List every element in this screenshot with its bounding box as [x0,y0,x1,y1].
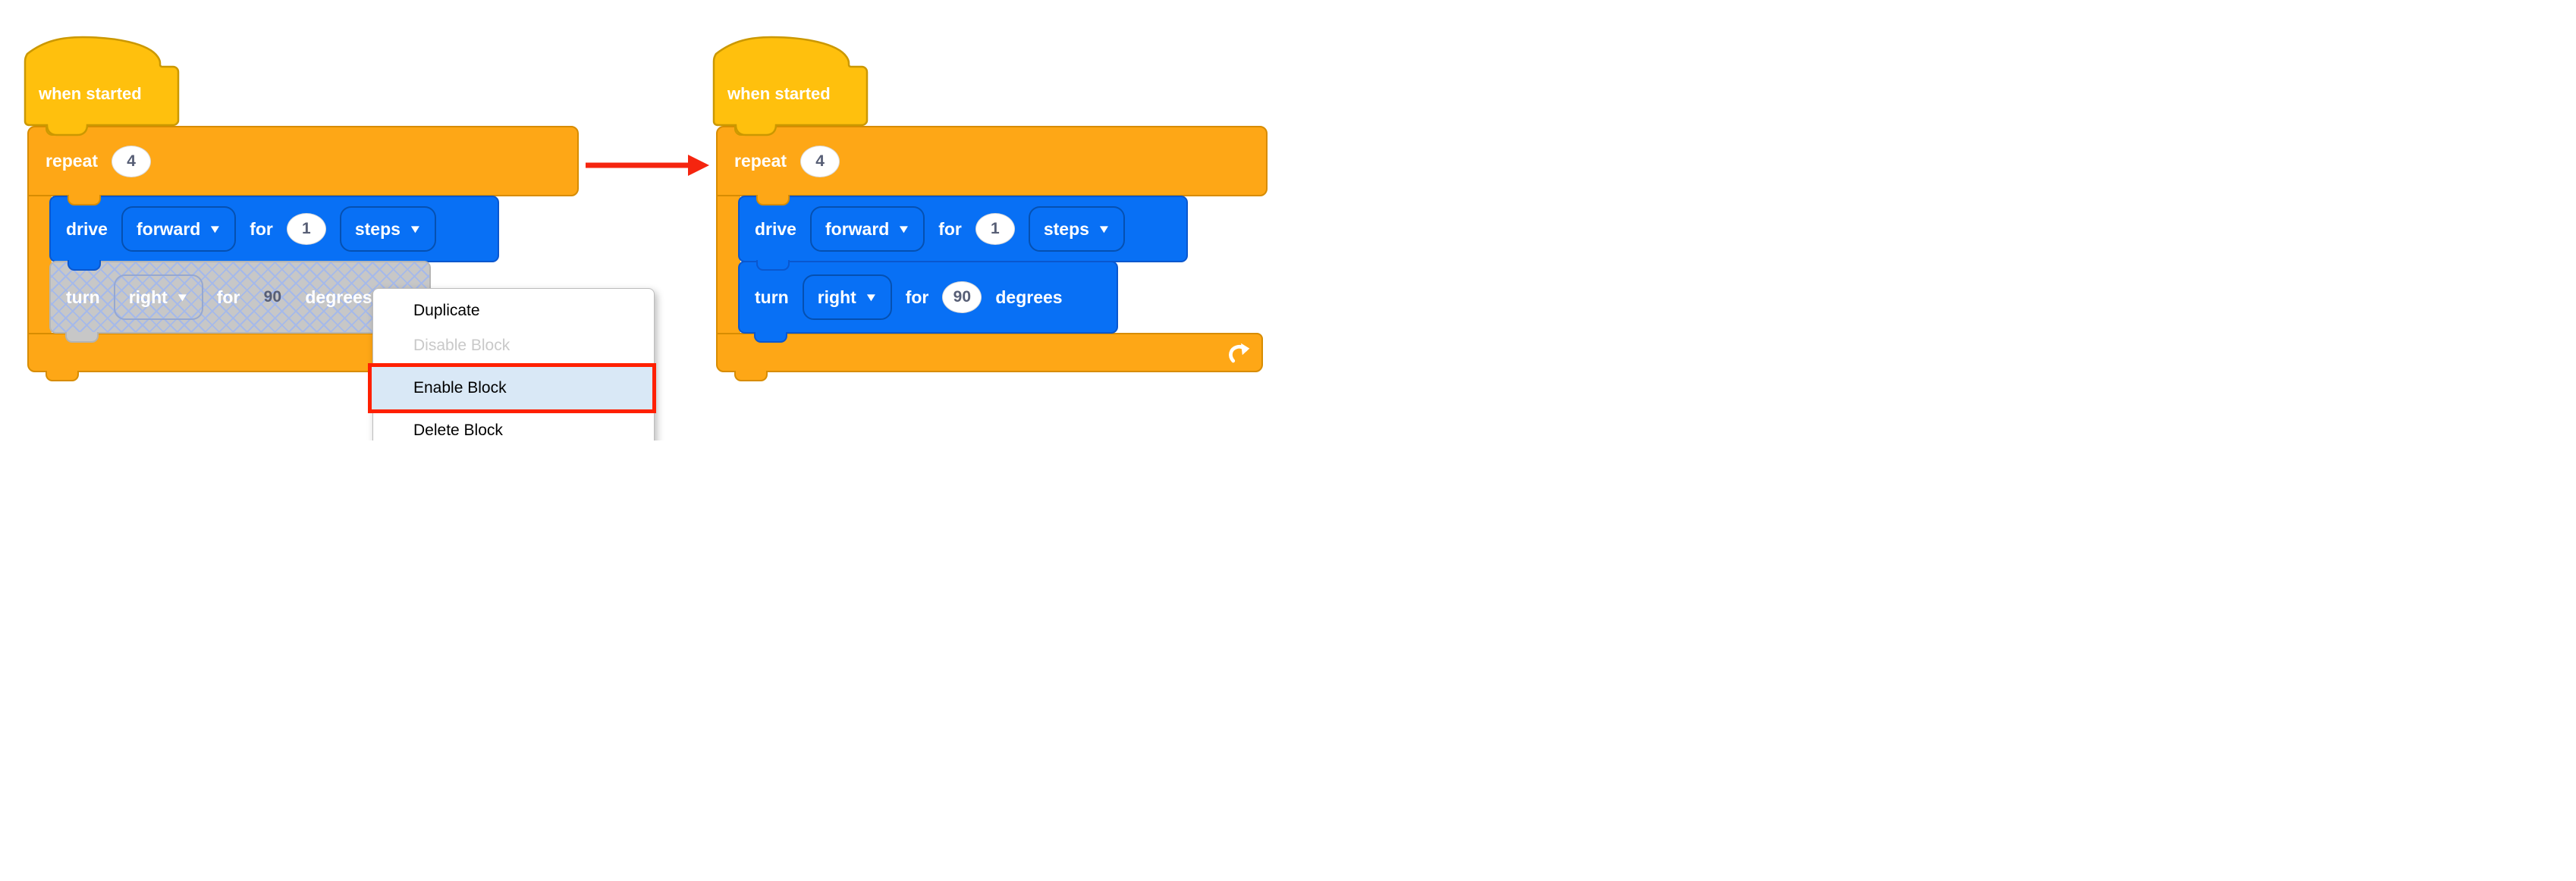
chevron-down-icon: ▼ [408,222,423,236]
turn-for-label: for [216,287,240,307]
turn-block-disabled[interactable]: turn right ▼ for 90 degrees [49,261,431,334]
drive-direction-dropdown[interactable]: forward ▼ [809,206,925,252]
menu-item-enable-block[interactable]: Enable Block [368,363,656,413]
block-context-menu: Duplicate Disable Block Enable Block Del… [368,288,656,440]
chevron-down-icon: ▼ [208,222,223,236]
repeat-label: repeat [46,151,99,171]
turn-direction-dropdown[interactable]: right ▼ [113,274,203,320]
drive-unit-dropdown[interactable]: steps ▼ [1028,206,1125,252]
chevron-down-icon: ▼ [863,290,878,304]
repeat-block[interactable]: repeat 4 [716,126,1268,196]
turn-direction-dropdown[interactable]: right ▼ [802,274,892,320]
repeat-bottom-connector-bump [46,371,79,381]
turn-for-label: for [905,287,929,307]
repeat-block-footer[interactable] [716,333,1263,372]
drive-direction-value: forward [825,218,890,239]
drive-block[interactable]: drive forward ▼ for 1 steps ▼ [738,196,1188,262]
menu-item-label: Delete Block [413,422,503,439]
hat-label: when started [39,84,142,103]
repeat-bottom-connector-bump [734,371,768,381]
turn-unit-label: degrees [995,287,1063,307]
turn-direction-value: right [817,287,856,307]
drive-connector-bump [68,260,101,271]
turn-angle-input[interactable]: 90 [942,281,982,313]
repeat-top-connector-bump [68,195,101,205]
turn-connector-bump [65,332,99,343]
menu-item-label: Disable Block [413,337,510,354]
repeat-count-input[interactable]: 4 [800,145,840,177]
chevron-down-icon: ▼ [897,222,912,236]
transform-arrow-icon [586,155,709,176]
repeat-block-spine[interactable] [716,190,740,338]
drive-label: drive [66,218,108,239]
blocks-workspace: when started repeat 4 drive forward ▼ fo… [0,0,1288,440]
menu-item-label: Duplicate [413,302,480,319]
drive-direction-value: forward [136,218,201,239]
drive-distance-input[interactable]: 1 [286,213,326,245]
menu-item-label: Enable Block [413,379,507,397]
drive-unit-value: steps [354,218,401,239]
when-started-hat-block[interactable]: when started [712,36,869,137]
chevron-down-icon: ▼ [1097,222,1111,236]
menu-item-delete-block[interactable]: Delete Block [373,413,654,440]
turn-angle-input[interactable]: 90 [263,288,282,306]
repeat-top-connector-bump [756,195,790,205]
drive-label: drive [755,218,796,239]
repeat-block-spine[interactable] [27,190,52,338]
drive-distance-input[interactable]: 1 [975,213,1015,245]
drive-for-label: for [250,218,273,239]
menu-item-duplicate[interactable]: Duplicate [373,293,654,328]
turn-connector-bump [754,332,787,343]
repeat-label: repeat [734,151,787,171]
turn-direction-value: right [128,287,168,307]
turn-label: turn [66,287,100,307]
loop-arrow-icon [1229,343,1250,363]
drive-direction-dropdown[interactable]: forward ▼ [121,206,237,252]
drive-block[interactable]: drive forward ▼ for 1 steps ▼ [49,196,499,262]
turn-unit-label: degrees [305,287,372,307]
drive-unit-value: steps [1043,218,1089,239]
hat-label: when started [727,84,831,103]
repeat-count-input[interactable]: 4 [112,145,152,177]
when-started-hat-block[interactable]: when started [24,36,180,137]
drive-connector-bump [756,260,790,271]
turn-block[interactable]: turn right ▼ for 90 degrees [738,261,1118,334]
chevron-down-icon: ▼ [174,290,190,304]
menu-item-disable-block: Disable Block [373,328,654,363]
turn-label: turn [755,287,789,307]
drive-unit-dropdown[interactable]: steps ▼ [339,206,436,252]
drive-for-label: for [938,218,962,239]
hat-shape-icon [712,36,869,136]
hat-shape-icon [24,36,180,136]
